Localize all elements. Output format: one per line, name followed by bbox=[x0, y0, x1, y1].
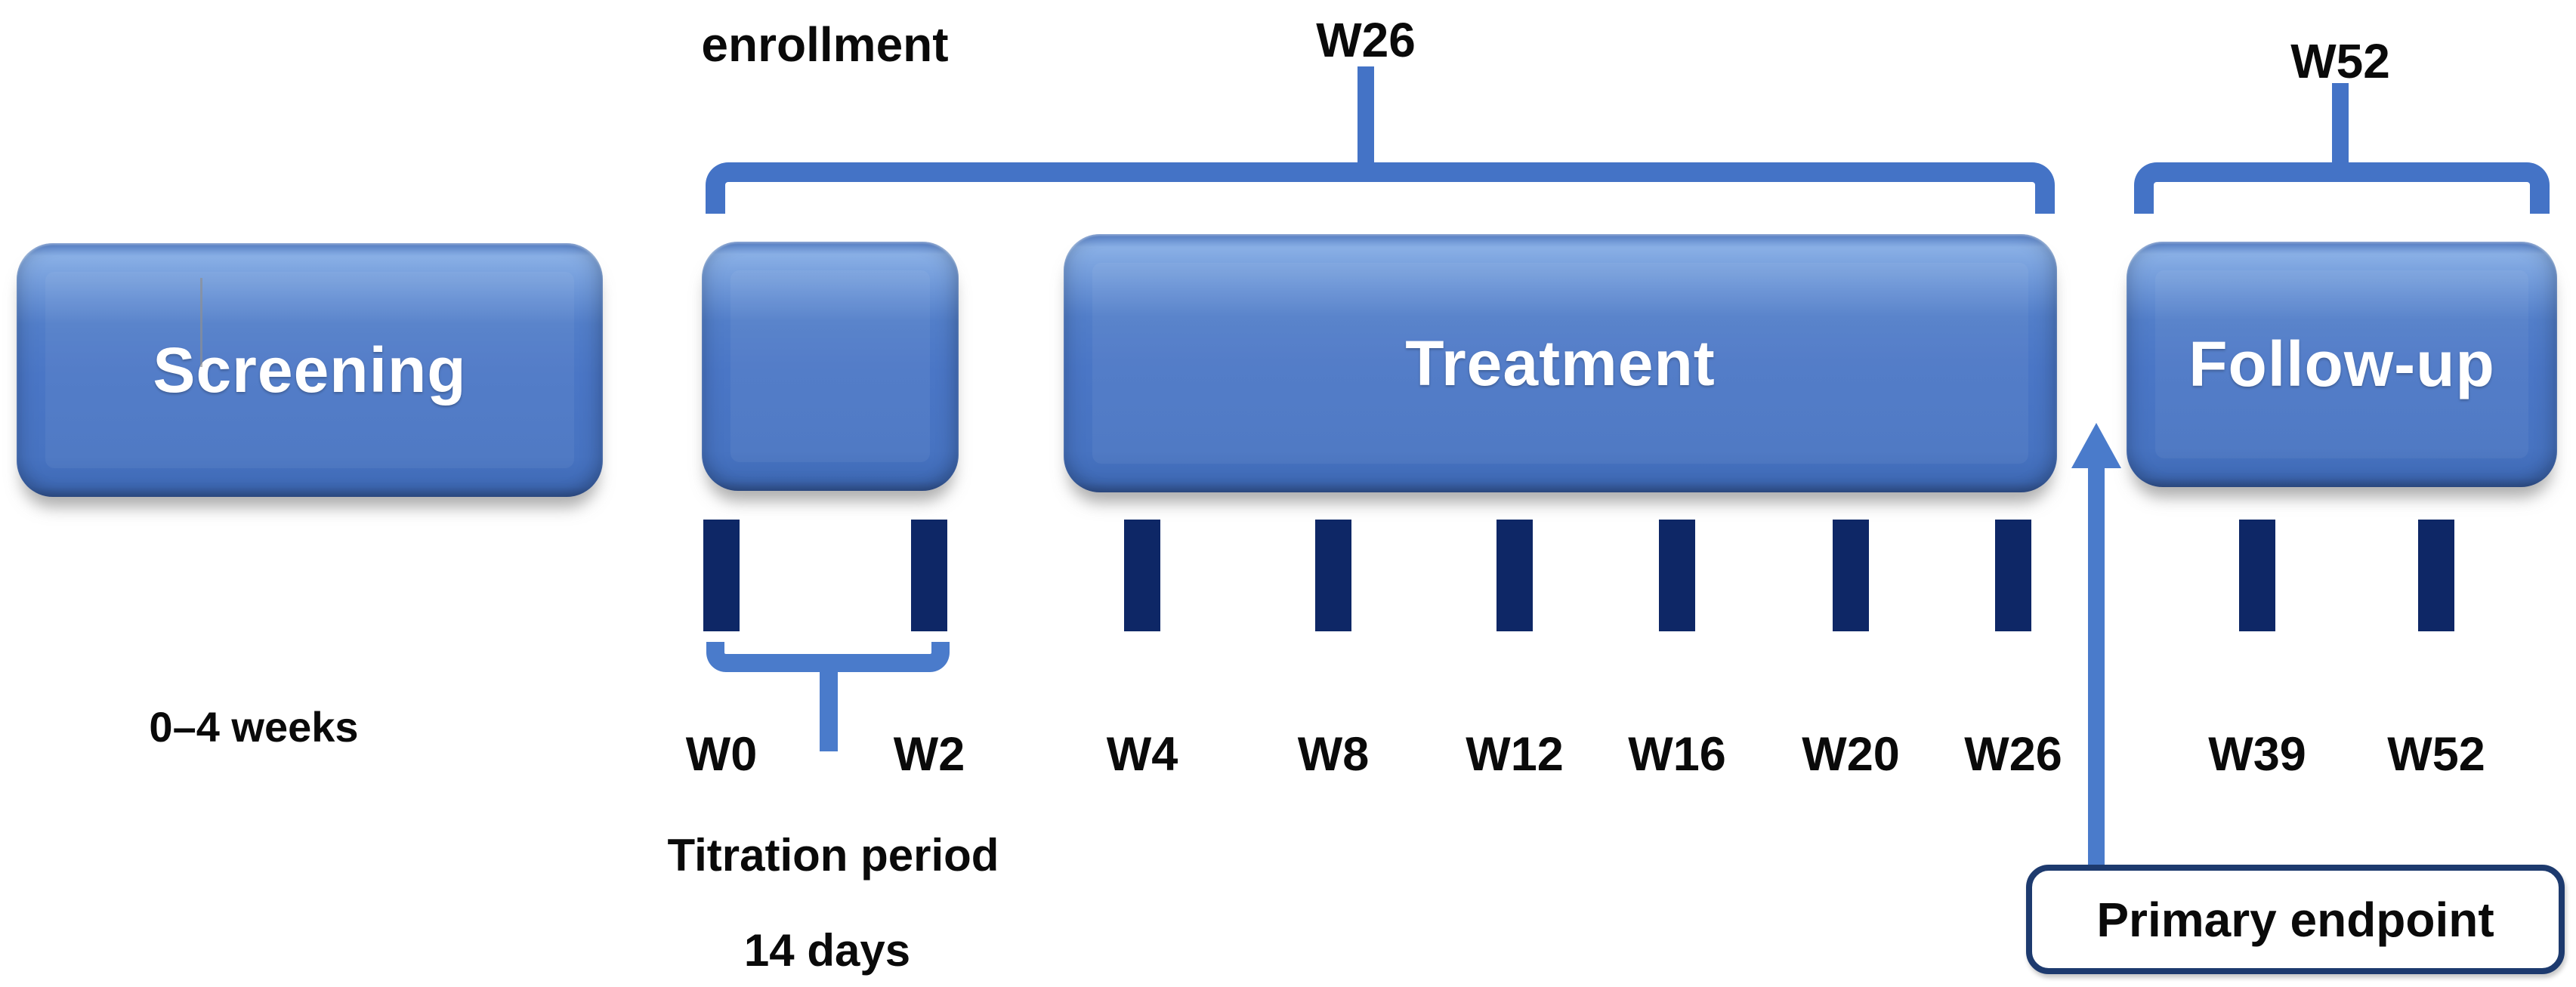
followup-phase-box: Follow-up bbox=[2127, 242, 2557, 487]
timeline-tick-w2 bbox=[911, 520, 947, 631]
enrollment-to-w26-brace bbox=[706, 162, 2055, 214]
w52-top-label: W52 bbox=[2290, 34, 2390, 88]
screening-phase-label: Screening bbox=[153, 334, 467, 406]
stray-line-artifact bbox=[200, 278, 202, 367]
week-label-w20: W20 bbox=[1802, 728, 1900, 781]
screening-duration-note: 0–4 weeks bbox=[149, 703, 359, 751]
primary-endpoint-arrow-line bbox=[2088, 462, 2105, 865]
timeline-tick-w12 bbox=[1496, 520, 1533, 631]
titration-duration-note: 14 days bbox=[743, 925, 911, 976]
timeline-tick-w0 bbox=[703, 520, 740, 631]
week-label-w4: W4 bbox=[1106, 728, 1178, 781]
titration-period-note: Titration period bbox=[667, 830, 999, 881]
week-label-w16: W16 bbox=[1628, 728, 1726, 781]
titration-phase-box bbox=[702, 242, 959, 491]
week-label-w39: W39 bbox=[2208, 728, 2306, 781]
w52-brace-stem bbox=[2332, 83, 2349, 181]
enrollment-label: enrollment bbox=[701, 17, 949, 72]
timeline-tick-w20 bbox=[1833, 520, 1869, 631]
primary-endpoint-arrowhead-icon bbox=[2071, 423, 2121, 468]
primary-endpoint-callout: Primary endpoint bbox=[2026, 865, 2565, 974]
screening-phase-box: Screening bbox=[17, 243, 603, 497]
week-label-w2: W2 bbox=[893, 728, 965, 781]
timeline-tick-w26 bbox=[1995, 520, 2031, 631]
treatment-phase-label: Treatment bbox=[1405, 327, 1716, 399]
week-label-w12: W12 bbox=[1466, 728, 1564, 781]
timeline-tick-w39 bbox=[2239, 520, 2275, 631]
timeline-tick-w16 bbox=[1659, 520, 1695, 631]
timeline-tick-w52 bbox=[2418, 520, 2454, 631]
week-label-w8: W8 bbox=[1297, 728, 1370, 781]
week-label-w52: W52 bbox=[2387, 728, 2485, 781]
week-label-w0: W0 bbox=[685, 728, 758, 781]
w26-brace-stem bbox=[1357, 66, 1374, 181]
timeline-tick-w4 bbox=[1124, 520, 1160, 631]
followup-phase-label: Follow-up bbox=[2188, 328, 2495, 399]
w26-top-label: W26 bbox=[1316, 13, 1416, 67]
titration-brace-stem bbox=[820, 668, 838, 751]
primary-endpoint-label: Primary endpoint bbox=[2096, 892, 2494, 947]
week-label-w26: W26 bbox=[1964, 728, 2062, 781]
timeline-tick-w8 bbox=[1315, 520, 1351, 631]
treatment-phase-box: Treatment bbox=[1064, 234, 2057, 492]
